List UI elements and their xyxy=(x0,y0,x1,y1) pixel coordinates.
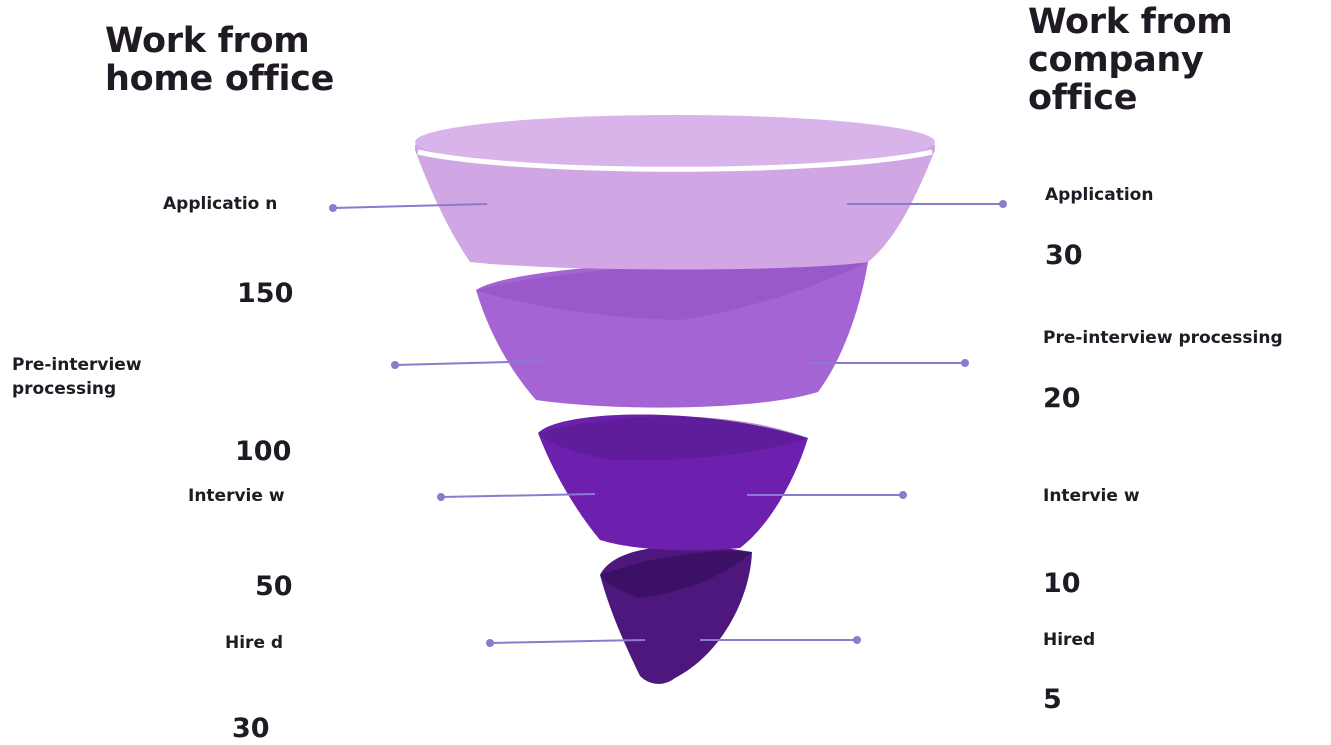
company-hired-value: 5 xyxy=(1043,684,1062,716)
company-interview-connector-dot xyxy=(899,491,907,499)
home-pre-interview-label: Pre-interview processing xyxy=(12,353,182,401)
company-interview-value: 10 xyxy=(1043,568,1081,600)
home-pre-interview-value: 100 xyxy=(235,436,291,468)
company-application-label: Application xyxy=(1045,183,1305,207)
home-interview-label: Intervie w xyxy=(188,484,298,508)
company-pre-interview-value: 20 xyxy=(1043,383,1081,415)
company-interview-label: Intervie w xyxy=(1043,484,1153,508)
home-application-label: Applicatio n xyxy=(163,192,293,216)
company-pre-interview-connector-dot xyxy=(961,359,969,367)
home-hired-connector-dot xyxy=(486,639,494,647)
home-pre-interview-connector-dot xyxy=(391,361,399,369)
home-interview-connector-dot xyxy=(437,493,445,501)
company-hired-label: Hired xyxy=(1043,628,1243,652)
company-application-connector-dot xyxy=(999,200,1007,208)
home-hired-label: Hire d xyxy=(225,631,285,655)
company-hired-connector-dot xyxy=(853,636,861,644)
home-application-connector-dot xyxy=(329,204,337,212)
home-hired-value: 30 xyxy=(232,713,270,745)
home-application-value: 150 xyxy=(237,278,293,310)
company-pre-interview-label: Pre-interview processing xyxy=(1043,326,1331,350)
home-hired-connector-line xyxy=(490,640,645,643)
home-interview-value: 50 xyxy=(255,571,293,603)
company-application-value: 30 xyxy=(1045,240,1083,272)
